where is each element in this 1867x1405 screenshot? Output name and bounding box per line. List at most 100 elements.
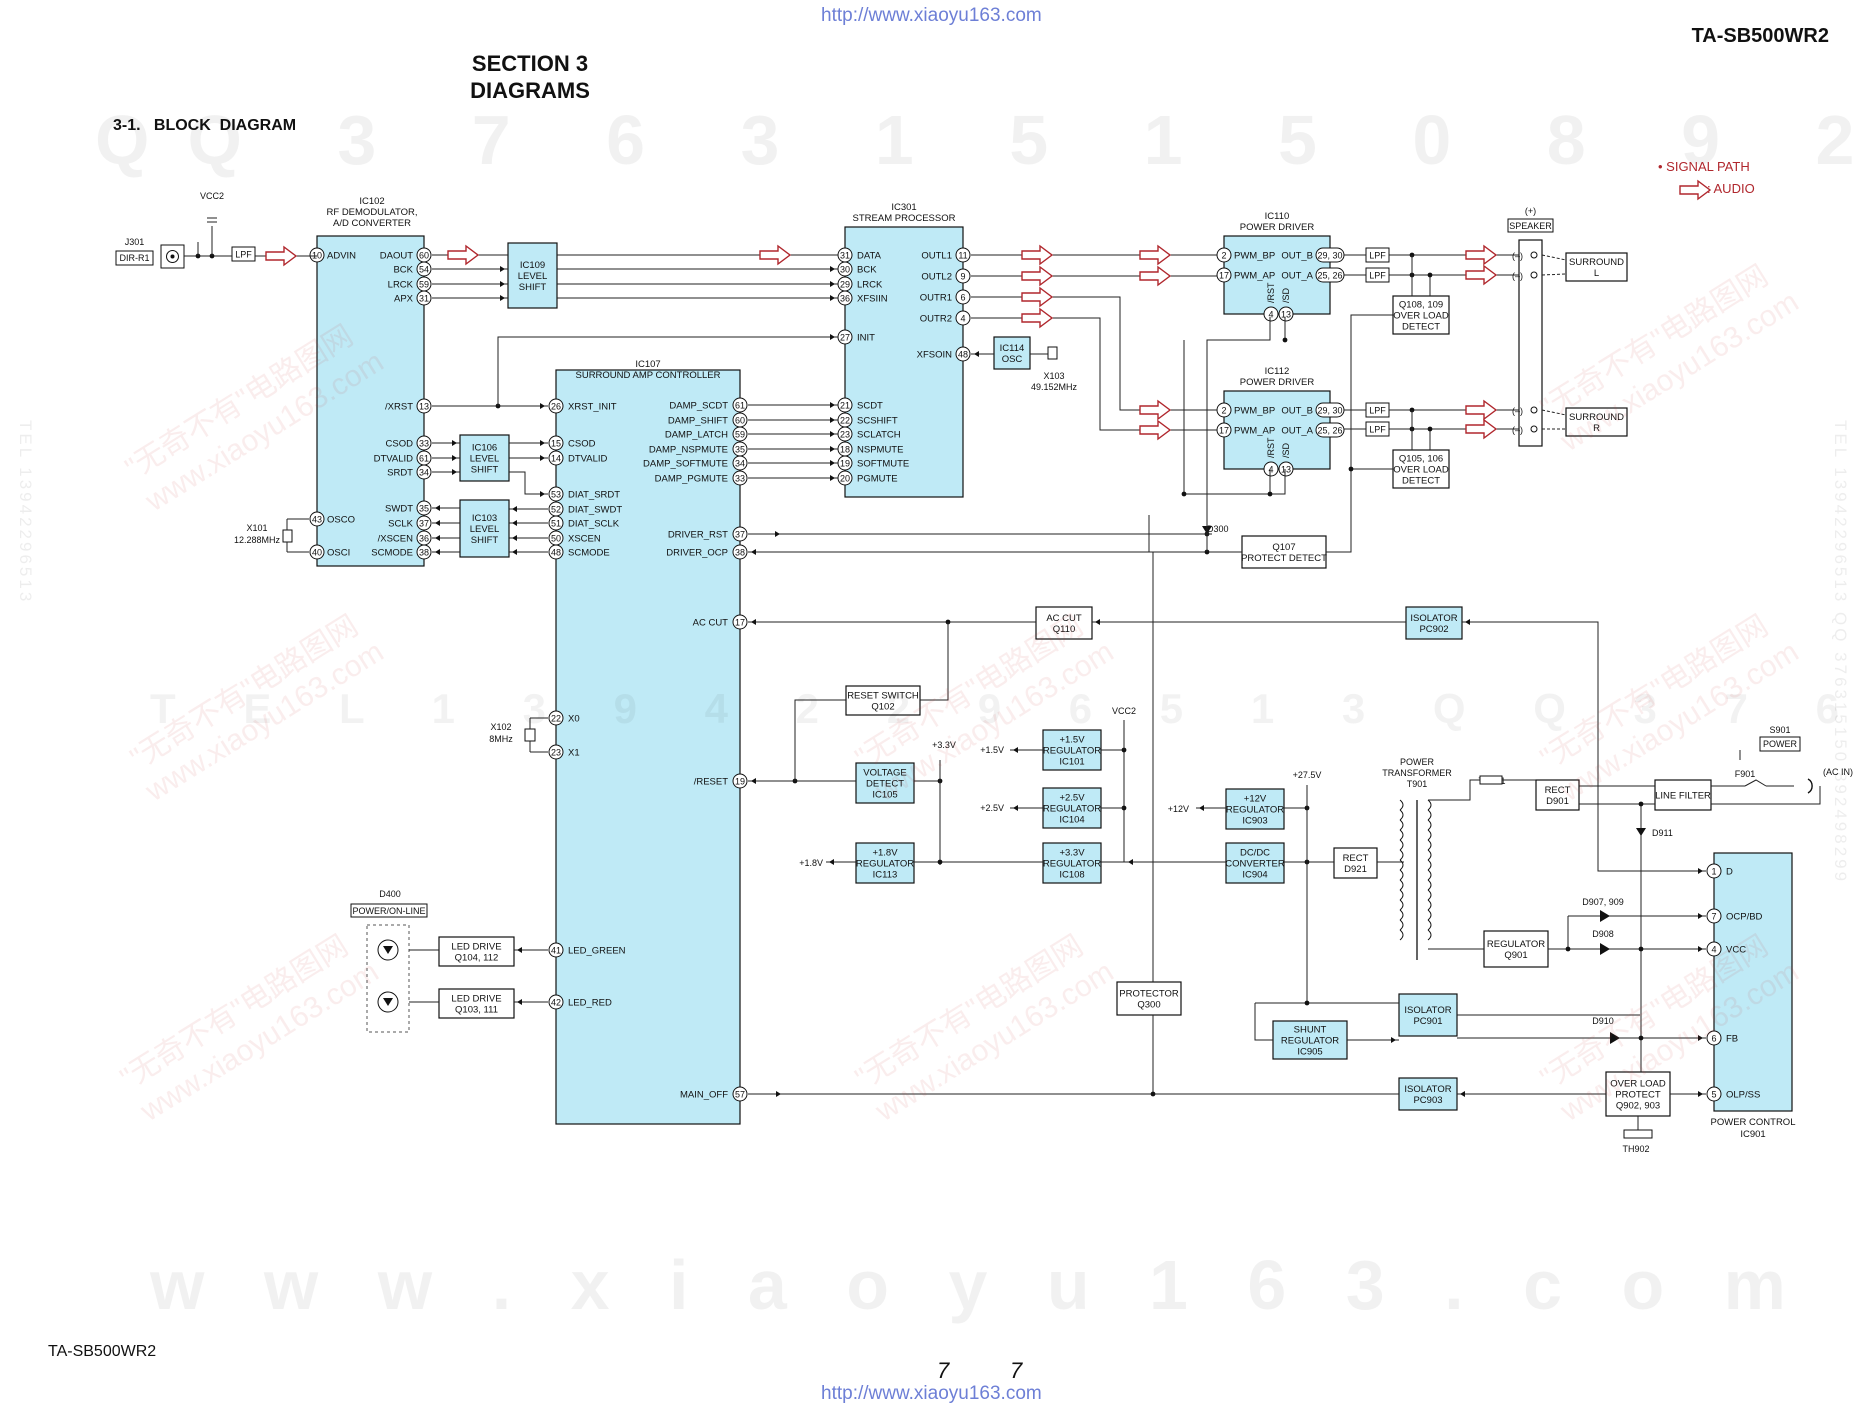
ic105-voltage-detect-label: DETECT — [866, 779, 904, 790]
ic107-pin-name: DIAT_SRDT — [568, 490, 620, 501]
pin-number-label: 53 — [551, 490, 561, 500]
pin-number-label: 17 — [735, 618, 745, 628]
wire-arrow — [452, 469, 457, 475]
legend-audio-label: : AUDIO — [1707, 181, 1755, 196]
x101-freq-label: 12.288MHz — [234, 535, 281, 545]
ic104-regulator-label: IC104 — [1059, 815, 1084, 826]
ic107-pin-name: MAIN_OFF — [680, 1090, 728, 1101]
q902-overload-protect — [1605, 1071, 1671, 1117]
ic102-pin-name: SRDT — [387, 468, 413, 479]
ic107-title: SURROUND AMP CONTROLLER — [576, 370, 721, 381]
speaker-terminal-pin — [1530, 251, 1538, 259]
audio-signal-arrow — [1021, 286, 1054, 308]
pin-number-label: 38 — [735, 548, 745, 558]
junction-dot — [1282, 337, 1288, 343]
ic107-pin-name: XSCEN — [568, 534, 601, 545]
pin-number-label: 48 — [958, 350, 968, 360]
lpf-label: LPF — [1369, 406, 1386, 416]
q901-regulator-label: Q901 — [1504, 950, 1527, 961]
ic301-pin-name: OUTR1 — [920, 293, 952, 304]
ic102-pin-name: DAOUT — [380, 251, 413, 262]
pc902-isolator-label: ISOLATOR — [1410, 613, 1457, 624]
j301-jack-pin — [170, 254, 175, 259]
speaker-label-box — [1507, 218, 1554, 233]
pin-number-label: 19 — [840, 459, 850, 469]
q300-protector-label: PROTECTOR — [1119, 989, 1179, 1000]
pin-number — [732, 544, 748, 560]
page-number-left: 7 — [937, 1358, 950, 1383]
d901-rect — [1535, 779, 1580, 811]
transformer-coil — [1399, 819, 1404, 831]
source-url-bottom[interactable]: http://www.xiaoyu163.com — [821, 1383, 1042, 1404]
ic105-voltage-detect-label: VOLTAGE — [863, 768, 906, 779]
pin-number-label: 29, 30 — [1317, 406, 1342, 416]
pin-number-label: 9 — [960, 272, 965, 282]
pin-number — [548, 398, 564, 414]
pin-number — [548, 544, 564, 560]
wire-arrow — [830, 460, 835, 466]
ic301-pin-name: SCSHIFT — [857, 416, 898, 427]
q102-reset-switch — [845, 685, 921, 716]
ic107-title: IC107 — [635, 359, 660, 370]
transformer-coil — [1399, 919, 1404, 931]
q107-protect-detect-label: Q107 — [1272, 542, 1295, 553]
f901-label: F901 — [1735, 769, 1756, 779]
junction-dot — [1638, 946, 1644, 952]
vcc2-label: VCC2 — [200, 191, 224, 201]
wire-arrow — [435, 549, 440, 555]
lpf-label: LPF — [1369, 271, 1386, 281]
wire-arrow — [1698, 913, 1703, 919]
pin-number — [732, 773, 748, 789]
signal-wire — [1428, 779, 1480, 801]
wire-arrow — [1095, 619, 1100, 625]
line-filter — [1654, 779, 1712, 811]
wire-arrow — [1013, 805, 1018, 811]
pin-number-label: 37 — [735, 530, 745, 540]
pin-number — [416, 435, 432, 451]
pin-number-label: 29, 30 — [1317, 251, 1342, 261]
pin-number-label: 27 — [840, 333, 850, 343]
ic112-title: POWER DRIVER — [1240, 377, 1315, 388]
wire-arrow — [500, 266, 505, 272]
x102-label: X102 — [490, 722, 511, 732]
signal-wire — [1326, 314, 1393, 553]
wire-arrow — [776, 1091, 781, 1097]
transformer-coil — [1427, 839, 1432, 851]
pin-number-label: 5 — [1711, 1090, 1716, 1100]
ic110-pin-name: OUT_A — [1281, 271, 1313, 282]
ic107-pin-name: DIAT_SCLK — [568, 519, 620, 530]
pin-number-label: 17 — [1219, 271, 1229, 281]
ic901-title: IC901 — [1740, 1129, 1765, 1140]
pin-number — [732, 526, 748, 542]
rail-12v-label: +12V — [1168, 804, 1189, 814]
pin-number — [732, 426, 748, 442]
ic102-pin-name: OSCI — [327, 548, 350, 559]
power-online-label: POWER/ON-LINE — [352, 906, 425, 916]
surround-l-box-label: SURROUND — [1569, 257, 1624, 268]
transformer-coil — [1399, 869, 1404, 881]
q102-reset-switch-label: RESET SWITCH — [847, 691, 919, 702]
pin-number-label: 61 — [419, 454, 429, 464]
j301-label: J301 — [125, 237, 145, 247]
transformer-coil — [1399, 889, 1404, 901]
surround-l-box-label: L — [1594, 268, 1599, 279]
pin-number-label: 22 — [840, 416, 850, 426]
ic108-regulator-label: +3.3V — [1059, 848, 1085, 859]
audio-signal-arrow — [265, 245, 298, 267]
transformer-coil — [1399, 849, 1404, 861]
source-url-top[interactable]: http://www.xiaoyu163.com — [821, 5, 1042, 26]
pin-number-label: 13 — [1281, 465, 1291, 475]
wire-arrow — [751, 778, 756, 784]
ic102-pin-name: ADVIN — [327, 251, 356, 262]
pin-number — [732, 614, 748, 630]
pin-number-label: 21 — [840, 401, 850, 411]
pin-number — [309, 544, 325, 560]
model-number-bottom: TA-SB500WR2 — [48, 1343, 157, 1360]
ic113-regulator — [855, 842, 915, 884]
pin-number — [548, 515, 564, 531]
transformer-coil — [1427, 829, 1432, 841]
pin-number-label: 26 — [551, 402, 561, 412]
ic112-block — [1223, 390, 1331, 470]
